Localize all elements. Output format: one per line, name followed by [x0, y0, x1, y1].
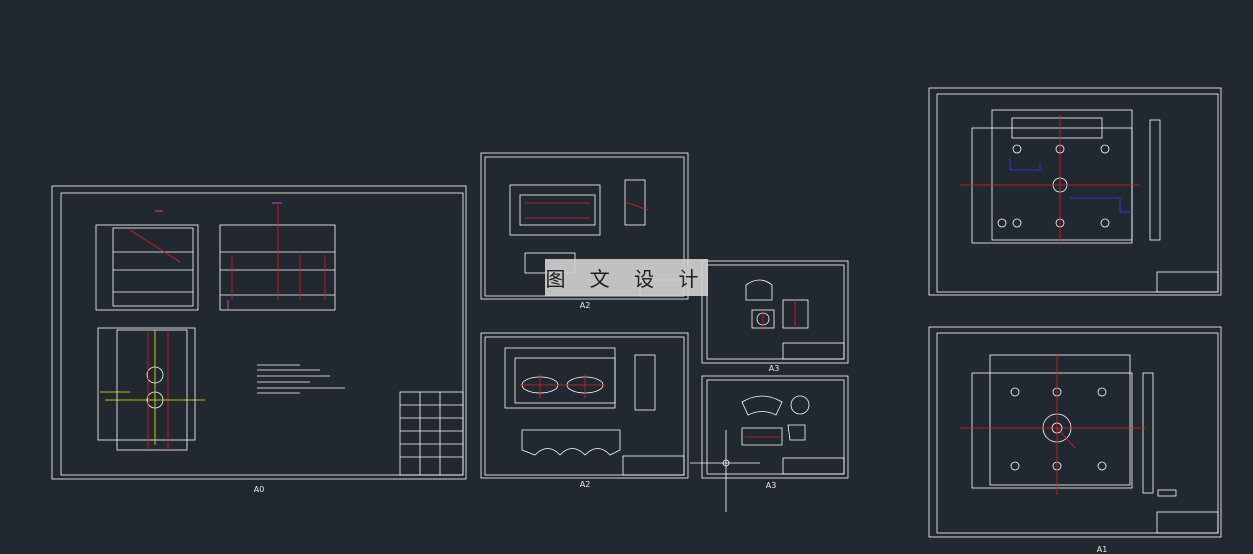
- part-bottom-red: [520, 375, 605, 398]
- sheet-label-a0: A0: [253, 485, 265, 494]
- sheet-plate-bottom: [928, 326, 1222, 538]
- sheet-label-a3-bottom: A3: [765, 481, 777, 490]
- sheet-small-top: [701, 260, 849, 364]
- sheet-label-a3-top: A3: [768, 364, 780, 373]
- sheet-label-a2-bottom: A2: [579, 480, 591, 489]
- sheet-label-a2-top: A2: [579, 301, 591, 310]
- assembly-red-lines: [129, 205, 326, 450]
- small-top-red: [762, 300, 796, 330]
- sheet-label-a1: A1: [1096, 545, 1108, 554]
- watermark-banner: 图 文 设 计: [545, 259, 708, 296]
- sheet-small-bottom: [690, 375, 849, 512]
- assembly-magenta-marks: [155, 202, 282, 310]
- assembly-yellow-lines: [100, 330, 205, 445]
- plate-top-blue: [1009, 158, 1132, 213]
- sheet-assembly: [51, 185, 467, 480]
- sheet-part-bottom: [480, 332, 689, 479]
- sheet-plate-top: [928, 87, 1222, 296]
- part-top-red: [525, 201, 649, 219]
- sheet-part-top: [480, 152, 689, 300]
- plate-bottom-red: [960, 355, 1145, 495]
- plate-top-red: [960, 115, 1140, 245]
